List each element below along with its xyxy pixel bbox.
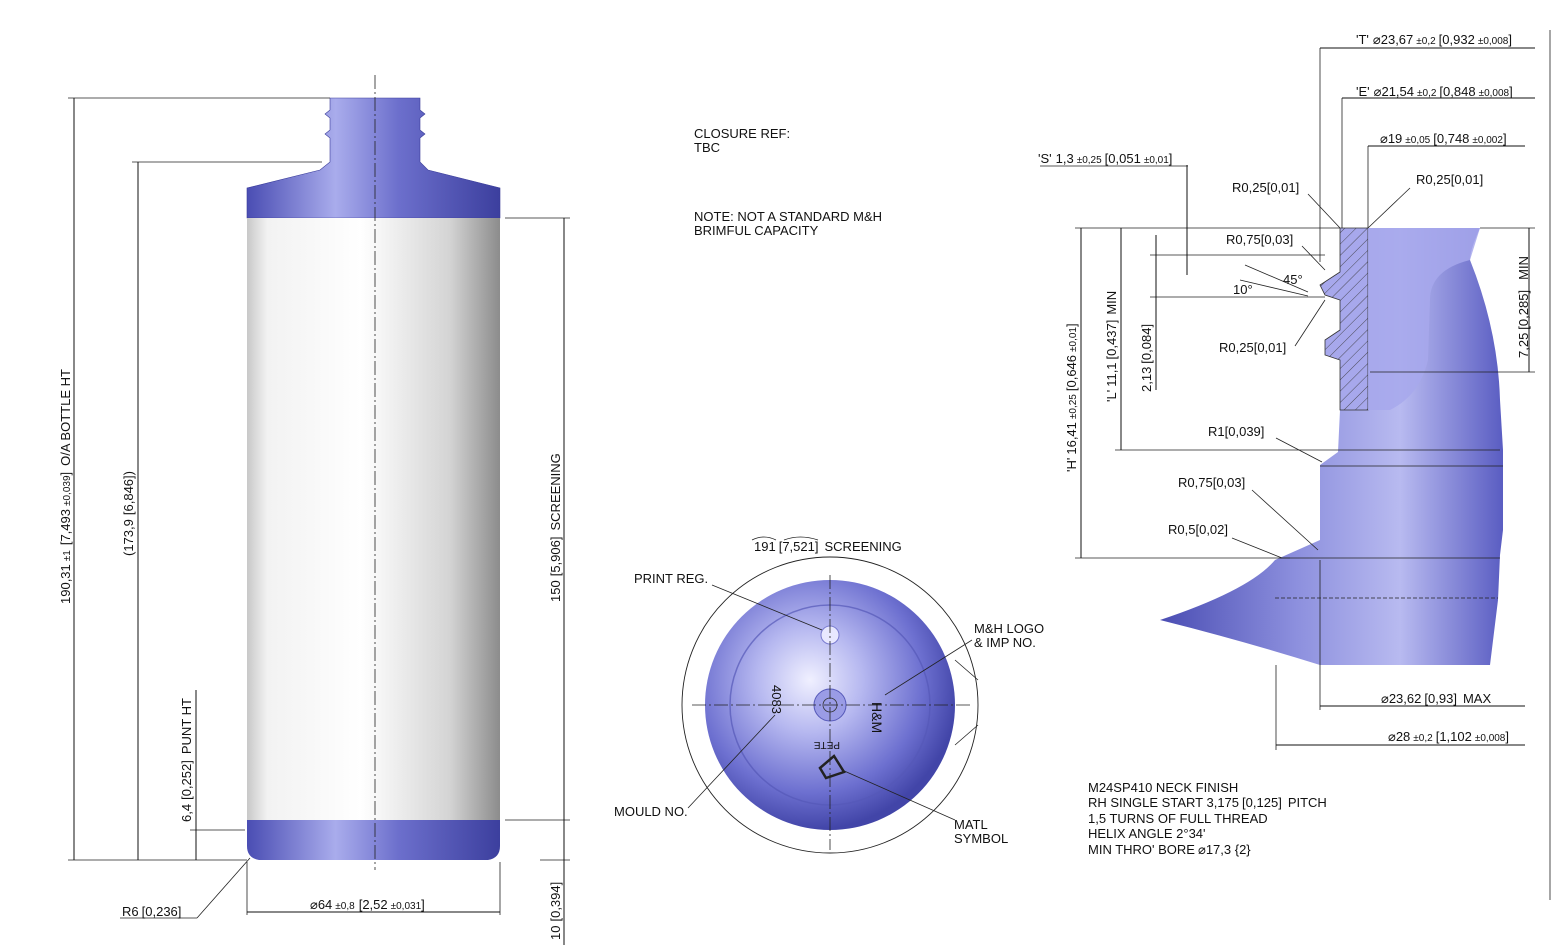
closure-ref-label: CLOSURE REF: xyxy=(694,126,790,141)
bottle-base xyxy=(247,820,500,860)
screening-arc-dimension: 191[7,521]SCREENING xyxy=(754,539,902,554)
l-dimension: 'L'11,1[0,437]MIN xyxy=(1104,291,1119,402)
matl-label-line-2: SYMBOL xyxy=(954,831,1008,846)
svg-text:'H'16,41±0,25[0,646±0,01]: 'H'16,41±0,25[0,646±0,01] xyxy=(1064,323,1079,472)
finish-line-2: RH SINGLE START 3,175[0,125]PITCH xyxy=(1088,795,1327,810)
thread-depth-dimension: 2,13[0,084] xyxy=(1139,324,1154,392)
angle-10: 10° xyxy=(1233,282,1253,297)
radius-r075-a: R0,75[0,03] xyxy=(1226,232,1293,247)
radius-r025-a: R0,25[0,01] xyxy=(1232,180,1299,195)
matl-label-line-1: MATL xyxy=(954,817,988,832)
finish-line-3: 1,5 TURNS OF FULL THREAD xyxy=(1088,811,1268,826)
pete-mark: PETE xyxy=(814,739,840,750)
radius-r05: R0,5[0,02] xyxy=(1168,522,1228,537)
svg-text:6,4[0,252]PUNT HT: 6,4[0,252]PUNT HT xyxy=(179,698,194,822)
bottle-label-area xyxy=(247,218,500,820)
bottle-diameter-dimension: ⌀64±0,8[2,52±0,031] xyxy=(310,897,425,912)
base-radius-dimension: R6[0,236] xyxy=(122,904,181,919)
svg-text:(173,9[6,846]): (173,9[6,846]) xyxy=(121,471,136,556)
e-diameter-dimension: 'E'⌀21,54±0,2[0,848±0,008] xyxy=(1356,84,1513,99)
note-line-2: BRIMFUL CAPACITY xyxy=(694,223,819,238)
neck-section-cut xyxy=(1319,227,1369,411)
svg-text:10[0,394]: 10[0,394] xyxy=(548,882,563,940)
screening-outline-circle xyxy=(681,556,979,854)
logo-mark: H&M xyxy=(869,702,885,733)
base-offset-dimension: 10[0,394] xyxy=(548,882,563,940)
bottle-neck xyxy=(246,97,501,219)
svg-text:7,25[0,285]MIN: 7,25[0,285]MIN xyxy=(1516,256,1531,358)
finish-line-5: MIN THRO' BORE⌀17,3 {2} xyxy=(1088,842,1251,857)
mould-no-label: MOULD NO. xyxy=(614,804,688,819)
t-diameter-dimension: 'T'⌀23,67±0,2[0,932±0,008] xyxy=(1356,32,1512,47)
max-diameter-dimension: ⌀23,62[0,93]MAX xyxy=(1381,691,1491,706)
print-reg-label: PRINT REG. xyxy=(634,571,708,586)
bottle-side-view xyxy=(246,75,501,870)
finish-line-4: HELIX ANGLE 2°34' xyxy=(1088,826,1206,841)
oa-height-dimension: 190,31±1[7,493±0,039]O/A BOTTLE HT xyxy=(58,369,73,604)
radius-r075-b: R0,75[0,03] xyxy=(1178,475,1245,490)
logo-label-line-2: & IMP NO. xyxy=(974,635,1036,650)
s-dimension: 'S'1,3±0,25[0,051±0,01] xyxy=(1038,151,1172,166)
note-line-1: NOTE: NOT A STANDARD M&H xyxy=(694,209,882,224)
mould-number-mark: 4083 xyxy=(769,685,784,714)
svg-text:'L'11,1[0,437]MIN: 'L'11,1[0,437]MIN xyxy=(1104,291,1119,402)
shoulder-height-dimension: (173,9[6,846]) xyxy=(121,471,136,556)
radius-r1: R1[0,039] xyxy=(1208,424,1264,439)
bottle-dimensions xyxy=(68,97,570,945)
svg-text:150[5,906]SCREENING: 150[5,906]SCREENING xyxy=(548,453,563,602)
h-dimension: 'H'16,41±0,25[0,646±0,01] xyxy=(1064,323,1079,472)
svg-text:190,31±1[7,493±0,039]O/A BOTTL: 190,31±1[7,493±0,039]O/A BOTTLE HT xyxy=(58,369,73,604)
svg-text:2,13[0,084]: 2,13[0,084] xyxy=(1139,324,1154,392)
closure-ref-value: TBC xyxy=(694,140,720,155)
radius-r025-b: R0,25[0,01] xyxy=(1416,172,1483,187)
collar-diameter-dimension: ⌀28±0,2[1,102±0,008] xyxy=(1388,729,1509,744)
base-view: 4083 H&M PETE xyxy=(681,556,979,854)
screening-height-dimension: 150[5,906]SCREENING xyxy=(548,453,563,602)
angle-45: 45° xyxy=(1283,272,1303,287)
punt-height-dimension: 6,4[0,252]PUNT HT xyxy=(179,698,194,822)
logo-label-line-1: M&H LOGO xyxy=(974,621,1044,636)
radius-r025-c: R0,25[0,01] xyxy=(1219,340,1286,355)
min-depth-dimension: 7,25[0,285]MIN xyxy=(1516,256,1531,358)
bore-diameter-dimension: ⌀19±0,05[0,748±0,002] xyxy=(1380,131,1507,146)
finish-line-1: M24SP410 NECK FINISH xyxy=(1088,780,1238,795)
neck-section-view xyxy=(1040,30,1551,900)
recycle-symbol-icon xyxy=(818,754,846,780)
